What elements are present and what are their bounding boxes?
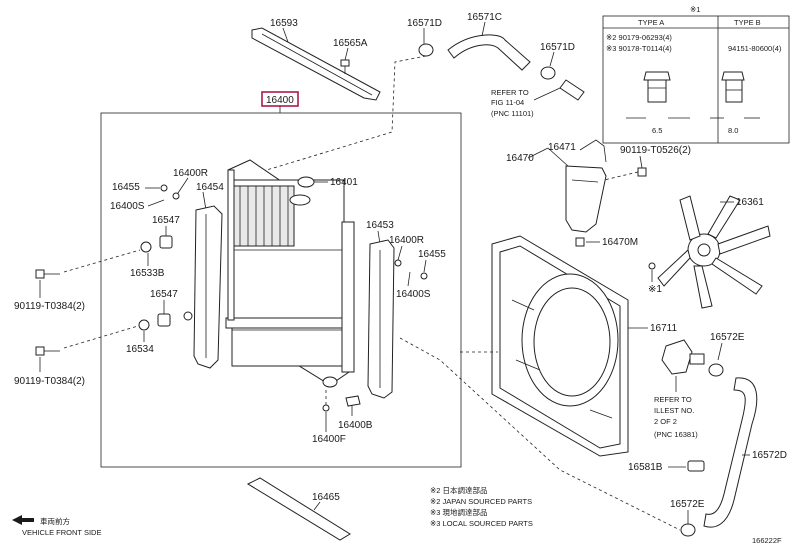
note-en-japan: ※2 JAPAN SOURCED PARTS: [430, 497, 532, 506]
label-16465[interactable]: 16465: [312, 492, 340, 503]
upper-hose-16571C: [447, 34, 531, 71]
label-mark1-fan: ※1: [648, 284, 662, 295]
label-16571D-right[interactable]: 16571D: [540, 42, 575, 53]
ref-illust-line3: 2 OF 2: [654, 417, 677, 426]
label-16572D[interactable]: 16572D: [752, 450, 787, 461]
fan-shroud-16711: [491, 235, 629, 457]
label-16572E-bottom[interactable]: 16572E: [670, 499, 705, 510]
label-16571C[interactable]: 16571C: [467, 12, 502, 23]
drain-plug-16455-left: [160, 184, 168, 192]
label-16454[interactable]: 16454: [196, 182, 224, 193]
label-16593[interactable]: 16593: [270, 18, 298, 29]
note-jp-japan: ※2 日本調達部品: [430, 485, 488, 495]
label-16711[interactable]: 16711: [650, 323, 678, 334]
label-16453[interactable]: 16453: [366, 220, 394, 231]
clamp-16572E-bottom: [680, 523, 696, 537]
table-dim-a: 6.5: [652, 126, 662, 135]
label-16455-right[interactable]: 16455: [418, 249, 446, 260]
label-90119-T0526[interactable]: 90119-T0526(2): [620, 145, 691, 156]
label-16471[interactable]: 16471: [548, 142, 576, 153]
reserve-tank-hose-16471: [579, 139, 607, 163]
radiator-cap-16401: [297, 176, 315, 188]
radiator-core: [225, 159, 355, 388]
radiator-support-16453: [367, 239, 395, 399]
label-16534[interactable]: 16534: [126, 344, 154, 355]
reserve-tank-16470: [565, 165, 607, 233]
water-inlet: [661, 339, 705, 375]
fan-16361: [657, 195, 771, 309]
ref-illust-line2: ILLEST NO.: [654, 406, 694, 415]
drain-plug-16455-right: [420, 272, 428, 280]
seal-16465: [246, 477, 351, 541]
ref-illust-line1: REFER TO: [654, 395, 692, 404]
label-90119-T0384-a[interactable]: 90119-T0384(2): [14, 301, 85, 312]
label-90119-T0384-b[interactable]: 90119-T0384(2): [14, 376, 85, 387]
table-col-type-a: TYPE A: [638, 18, 664, 27]
table-b-row1: 94151-80600(4): [728, 44, 782, 53]
ref-fig-line2: FIG 11-04: [491, 98, 524, 107]
label-16400B[interactable]: 16400B: [338, 420, 373, 431]
table-a-row1: ※2 90179-06293(4): [606, 33, 672, 42]
label-16400[interactable]: 16400: [266, 95, 294, 106]
label-16565A[interactable]: 16565A: [333, 38, 368, 49]
label-16400R-left[interactable]: 16400R: [173, 168, 208, 179]
table-dim-b: 8.0: [728, 126, 738, 135]
label-16572E-top[interactable]: 16572E: [710, 332, 745, 343]
cushion-16547-top: [140, 235, 173, 253]
bolt-90119-T0384-b: [35, 346, 60, 356]
label-16361[interactable]: 16361: [736, 197, 764, 208]
bolt-16565A: [340, 59, 350, 74]
label-16470[interactable]: 16470: [506, 153, 534, 164]
label-16400R-right[interactable]: 16400R: [389, 235, 424, 246]
clip-16581B: [687, 460, 705, 472]
ref-fig-line3: (PNC 11101): [491, 109, 534, 118]
table-mark: ※1: [690, 5, 700, 14]
label-16470M[interactable]: 16470M: [602, 237, 638, 248]
label-16455-left[interactable]: 16455: [112, 182, 140, 193]
label-16547-bottom[interactable]: 16547: [150, 289, 178, 300]
clamp-16571D-top: [418, 43, 434, 57]
cushion-16547-bottom: [138, 313, 171, 331]
drain-cock-16400B: [345, 395, 361, 407]
radiator-support-16454: [193, 205, 223, 369]
note-en-local: ※3 LOCAL SOURCED PARTS: [430, 519, 533, 528]
clamp-16572E-top: [708, 363, 724, 377]
label-16571D-top[interactable]: 16571D: [407, 18, 442, 29]
bolt-90119-T0526: [637, 167, 647, 177]
label-16547-top[interactable]: 16547: [152, 215, 180, 226]
clamp-16571D-right: [540, 66, 556, 80]
type-b-nut: [721, 71, 745, 103]
fastener-type-table: ※1 TYPE A TYPE B ※2 90179-06293(4) ※3 90…: [602, 5, 790, 144]
type-a-nut: [643, 71, 671, 103]
label-16400S-right[interactable]: 16400S: [396, 289, 431, 300]
ref-illust-line4: (PNC 16381): [654, 430, 698, 439]
label-16400S-left[interactable]: 16400S: [110, 201, 145, 212]
note-jp-local: ※3 現地調達部品: [430, 507, 488, 517]
bolt-90119-T0384-a: [35, 269, 60, 279]
orientation-en: VEHICLE FRONT SIDE: [22, 528, 101, 537]
label-16533B[interactable]: 16533B: [130, 268, 165, 279]
table-col-type-b: TYPE B: [734, 18, 761, 27]
engine-outlet-pipe: [559, 79, 585, 101]
front-arrow-icon: [12, 515, 34, 525]
ref-fig-line1: REFER TO: [491, 88, 529, 97]
radiator-assembly-frame: [100, 112, 462, 468]
orientation-jp: 車両前方: [40, 516, 70, 526]
lower-hose-16572D: [703, 377, 758, 528]
label-16581B[interactable]: 16581B: [628, 462, 663, 473]
grommet-16470M: [575, 237, 585, 247]
label-16401[interactable]: 16401: [330, 177, 358, 188]
diagram-id: 166222F: [752, 536, 782, 545]
table-a-row2: ※3 90178-T0114(4): [606, 44, 672, 53]
label-16400F[interactable]: 16400F: [312, 434, 346, 445]
